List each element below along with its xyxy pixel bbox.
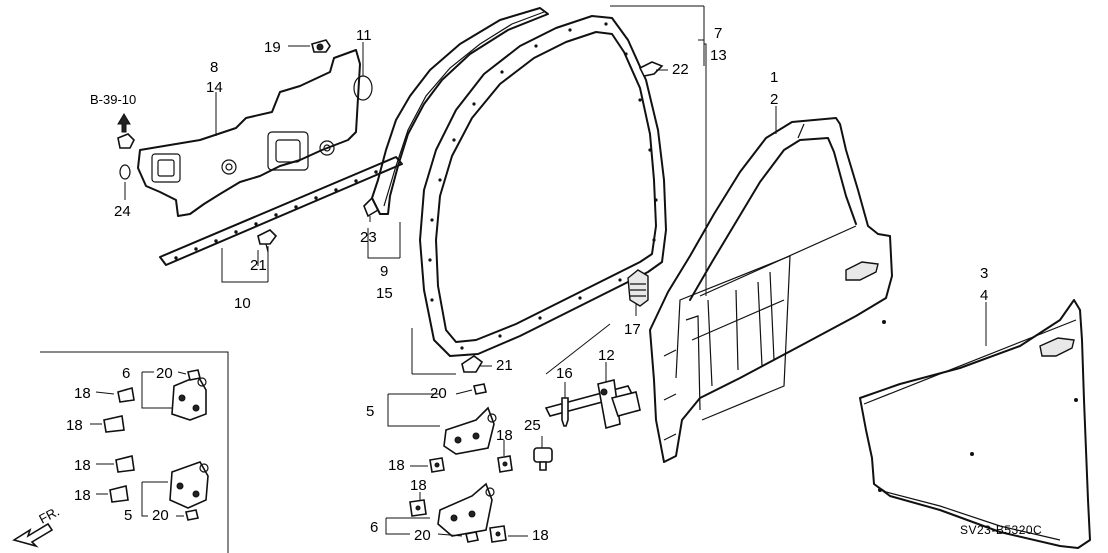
callout-14: 14 [206, 79, 223, 96]
callout-18c: 18 [410, 477, 427, 494]
callout-21a: 21 [250, 257, 267, 274]
callout-5a: 5 [366, 403, 374, 420]
callout-23: 23 [360, 229, 377, 246]
door-weatherstrip-outer [371, 7, 549, 215]
callout-13: 13 [710, 47, 727, 64]
diagram-code: SV23-B5320C [960, 523, 1042, 537]
callout-18e: 18 [74, 385, 91, 402]
door-outer-skin [859, 299, 1091, 549]
leader-lines [90, 5, 987, 537]
callout-1: 1 [770, 69, 778, 86]
callout-15: 15 [376, 285, 393, 302]
grommet-17-icon [627, 269, 649, 307]
callout-2: 2 [770, 91, 778, 108]
hole-seal-11-icon [353, 75, 373, 101]
callout-20d: 20 [152, 507, 169, 524]
callout-4: 4 [980, 287, 988, 304]
callout-20a: 20 [430, 385, 447, 402]
door-hinge-lower [437, 482, 495, 537]
callout-5b: 5 [124, 507, 132, 524]
callout-20c: 20 [156, 365, 173, 382]
callout-6b: 6 [122, 365, 130, 382]
bolt-25-icon [533, 447, 553, 471]
callout-8: 8 [210, 59, 218, 76]
hole-seal-24-icon [119, 164, 131, 180]
callout-18f: 18 [66, 417, 83, 434]
bolt-18-icon [409, 455, 513, 543]
door-hinge-upper [443, 406, 497, 455]
inset-box [40, 351, 229, 553]
callout-12: 12 [598, 347, 615, 364]
pin-16-icon [561, 397, 569, 427]
door-shell [649, 117, 893, 463]
clip-22-icon [638, 61, 664, 77]
clip-19-icon [311, 39, 331, 53]
callout-18a: 18 [496, 427, 513, 444]
front-direction-label: FR. [36, 504, 62, 527]
callout-16: 16 [556, 365, 573, 382]
reference-b39: B-39-10 [90, 92, 136, 107]
callout-10: 10 [234, 295, 251, 312]
callout-6a: 6 [370, 519, 378, 536]
callout-20b: 20 [414, 527, 431, 544]
callout-7: 7 [714, 25, 722, 42]
door-weatherstrip-main [419, 15, 667, 357]
front-direction-arrow-icon [12, 522, 54, 548]
callout-18g: 18 [74, 457, 91, 474]
callout-9: 9 [380, 263, 388, 280]
callout-11: 11 [356, 27, 372, 44]
clip-b39-icon [117, 133, 135, 149]
callout-17: 17 [624, 321, 641, 338]
callout-22: 22 [672, 61, 689, 78]
up-arrow-icon [117, 113, 131, 133]
clip-21b-icon [461, 355, 484, 373]
callout-18b: 18 [388, 457, 405, 474]
callout-18h: 18 [74, 487, 91, 504]
callout-24: 24 [114, 203, 131, 220]
callout-19: 19 [264, 39, 281, 56]
door-molding-strip [159, 156, 403, 266]
clip-21a-icon [257, 229, 278, 253]
callouts: 1 2 3 4 7 13 8 14 11 19 B-39-10 24 21 10… [36, 25, 1042, 544]
door-trim-panel [137, 49, 361, 217]
callout-3: 3 [980, 265, 988, 282]
callout-25: 25 [524, 417, 541, 434]
callout-18d: 18 [532, 527, 549, 544]
door-checker [544, 379, 641, 430]
nut-20-icon [465, 383, 487, 543]
callout-21b: 21 [496, 357, 513, 374]
